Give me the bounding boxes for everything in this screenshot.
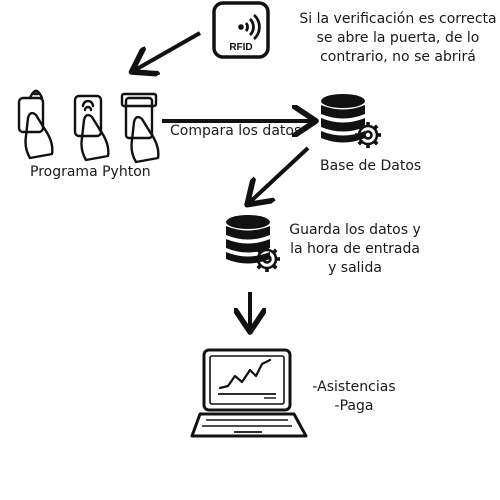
outputs-list: -Asistencias -Paga	[304, 378, 404, 416]
output-item: -Asistencias	[312, 379, 396, 395]
database-gear-icon	[321, 94, 381, 148]
arrow-database-to-store	[250, 146, 310, 202]
arrow-rfid-to-program	[135, 31, 201, 70]
store-line: Guarda los datos y	[289, 222, 421, 238]
hand-card-insert-icon	[120, 92, 160, 164]
card-scan-icons	[17, 89, 160, 164]
store-line: y salida	[328, 260, 382, 276]
database-label: Base de Datos	[320, 158, 422, 174]
note-line: Si la verificación es correcta	[299, 11, 497, 27]
laptop-chart-icon	[190, 348, 308, 438]
note-line: se abre la puerta, de lo	[316, 30, 480, 46]
output-item: -Paga	[334, 398, 374, 414]
store-note: Guarda los datos y la hora de entrada y …	[288, 221, 422, 278]
hand-card-icon	[17, 89, 54, 160]
compare-label: Compara los datos	[170, 123, 302, 139]
verification-note: Si la verificación es correcta se abre l…	[296, 10, 500, 67]
program-label: Programa Pyhton	[30, 164, 151, 180]
store-line: la hora de entrada	[290, 241, 420, 257]
hand-phone-icon	[73, 94, 110, 162]
rfid-tag-icon: RFID	[212, 1, 270, 59]
note-line: contrario, no se abrirá	[320, 49, 476, 65]
database-gear-icon	[226, 215, 280, 272]
rfid-label: RFID	[229, 42, 252, 53]
